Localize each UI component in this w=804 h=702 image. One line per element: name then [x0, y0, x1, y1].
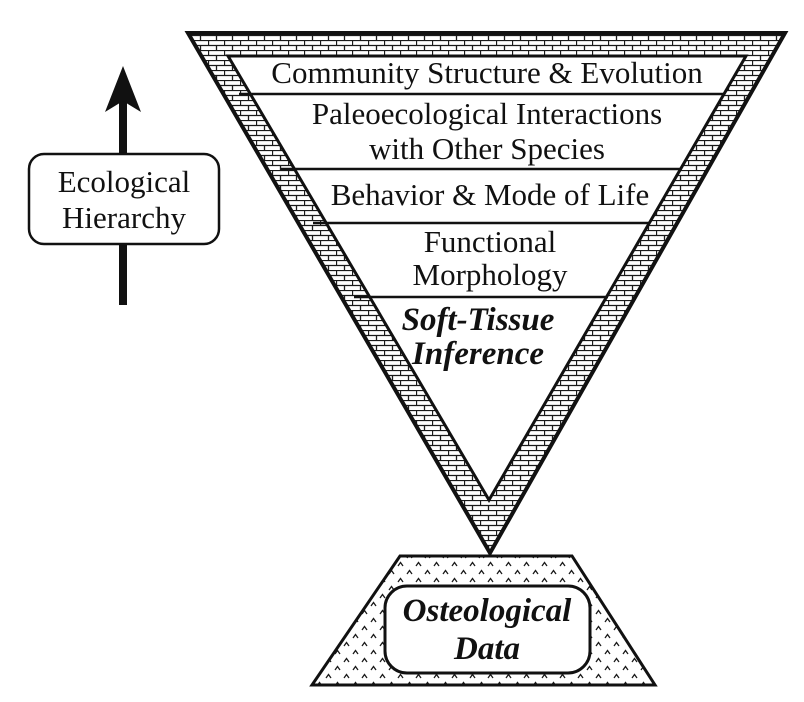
base-label-line2: Data	[453, 631, 520, 667]
base-label-line1: Osteological	[403, 593, 572, 629]
level-paleoecological-line1: Paleoecological Interactions	[312, 96, 662, 131]
base-label-box	[383, 584, 592, 675]
level-soft-tissue-line1: Soft-Tissue	[402, 302, 555, 338]
ecological-hierarchy-indicator: Ecological Hierarchy	[27, 66, 221, 305]
level-paleoecological-line2: with Other Species	[369, 131, 605, 166]
level-soft-tissue-line2: Inference	[411, 336, 544, 372]
level-functional-line1: Functional	[424, 224, 557, 259]
hierarchy-label-line1: Ecological	[58, 164, 191, 199]
pyramid-interior	[225, 54, 749, 503]
pyramid-levels: Community Structure & Evolution Paleoeco…	[271, 55, 703, 372]
hierarchy-label-box	[27, 152, 221, 246]
level-community-structure: Community Structure & Evolution	[271, 55, 703, 90]
hierarchy-label-line2: Hierarchy	[62, 200, 186, 235]
inverted-pyramid	[184, 31, 789, 558]
level-functional-line2: Morphology	[413, 257, 569, 292]
arrow-up-icon	[105, 66, 141, 112]
osteological-base: Osteological Data	[309, 554, 658, 687]
level-behavior: Behavior & Mode of Life	[331, 177, 650, 212]
